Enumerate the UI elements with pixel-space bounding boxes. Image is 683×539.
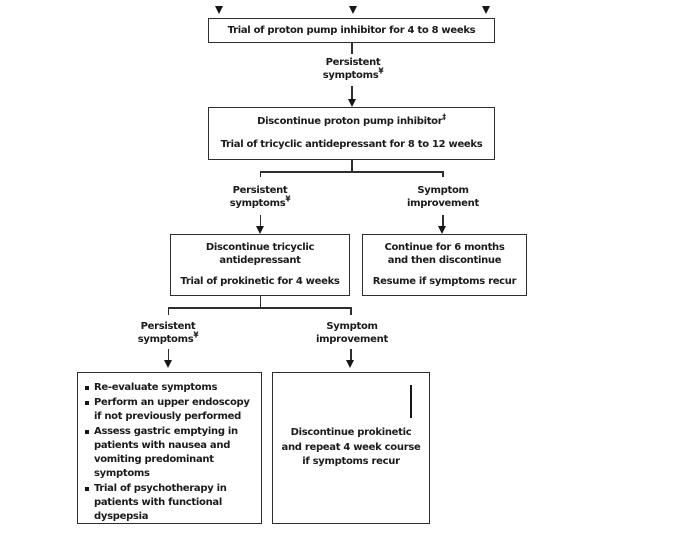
footnote-marker: ¥ <box>378 66 384 76</box>
down-arrow-icon <box>438 226 447 234</box>
label-symptom-improvement: Symptom improvement <box>373 184 513 210</box>
connector-line <box>259 171 444 173</box>
box4b-line1: Discontinue prokinetic <box>290 427 412 439</box>
bullet-text: Perform an upper endoscopy if not previo… <box>94 396 250 422</box>
label-text: symptoms <box>137 334 194 345</box>
connector-line <box>167 307 352 309</box>
box3a-line2: antidepressant <box>219 255 301 266</box>
connector-line <box>259 296 261 308</box>
connector-line <box>167 307 169 315</box>
box3b-line3: Resume if symptoms recur <box>372 276 517 287</box>
down-arrow-icon <box>163 360 172 368</box>
box-discontinue-tca-prokinetic-trial: Discontinue tricyclic antidepressant Tri… <box>170 234 350 296</box>
box-reevaluate-symptoms: Re-evaluate symptoms Perform an upper en… <box>77 372 262 524</box>
label-persistent-symptoms: Persistent symptoms¥ <box>283 56 423 82</box>
bullet-text: Re-evaluate symptoms <box>94 382 218 393</box>
connector-line <box>259 215 261 227</box>
connector-line <box>442 171 444 177</box>
entry-arrow-icon <box>348 6 357 14</box>
bullet-square-icon <box>85 486 89 491</box>
box4b-line3: if symptoms recur <box>302 456 400 468</box>
bullet-square-icon <box>85 386 89 390</box>
stray-mark <box>410 385 412 418</box>
label-persistent-symptoms: Persistent symptoms¥ <box>190 184 330 210</box>
box-ppi-trial: Trial of proton pump inhibitor for 4 to … <box>208 18 495 43</box>
list-item: Assess gastric emptying in patients with… <box>85 425 256 482</box>
down-arrow-icon <box>255 226 264 234</box>
box3b-line1: Continue for 6 months <box>384 242 505 253</box>
box3b-line2: and then discontinue <box>387 255 502 266</box>
bullet-square-icon <box>85 429 89 434</box>
connector-line <box>351 43 353 54</box>
footnote-marker: ¥ <box>285 194 291 204</box>
box3a-line1: Discontinue tricyclic <box>205 242 315 253</box>
label-text: Persistent <box>232 185 288 196</box>
connector-line <box>351 160 353 172</box>
list-item: Trial of psychotherapy in patients with … <box>85 482 256 525</box>
label-text: symptoms <box>229 198 286 209</box>
bullet-text: Trial of psychotherapy in patients with … <box>94 482 227 523</box>
box-discontinue-ppi-tca-trial: Discontinue proton pump inhibitor‡ Trial… <box>208 107 495 160</box>
bullet-square-icon <box>85 400 89 405</box>
box3a-group1: Discontinue tricyclic antidepressant <box>173 241 347 267</box>
connector-line <box>167 349 169 361</box>
entry-arrow-icon <box>481 6 490 14</box>
box2-line1: Discontinue proton pump inhibitor‡ <box>211 112 492 128</box>
box4b-line2: and repeat 4 week course <box>281 441 421 453</box>
entry-arrow-icon <box>214 6 223 14</box>
connector-line <box>442 215 444 227</box>
box-discontinue-prokinetic: Discontinue prokinetic and repeat 4 week… <box>272 372 430 524</box>
list-item: Perform an upper endoscopy if not previo… <box>85 396 256 424</box>
box3a-line3: Trial of prokinetic for 4 weeks <box>180 276 340 287</box>
label-persistent-symptoms: Persistent symptoms¥ <box>98 320 238 346</box>
label-text: symptoms <box>322 70 379 81</box>
box2-line1-text: Discontinue proton pump inhibitor <box>257 116 443 127</box>
bullet-list: Re-evaluate symptoms Perform an upper en… <box>78 373 261 531</box>
label-text: Persistent <box>140 321 196 332</box>
connector-line <box>351 86 353 100</box>
box-ppi-trial-text: Trial of proton pump inhibitor for 4 to … <box>227 25 476 36</box>
box3b-group1: Continue for 6 months and then discontin… <box>365 241 524 267</box>
label-text: Symptom <box>417 185 469 196</box>
box-continue-6-months: Continue for 6 months and then discontin… <box>362 234 527 296</box>
label-text: improvement <box>407 198 479 209</box>
down-arrow-icon <box>347 99 356 107</box>
footnote-marker: ‡ <box>442 112 446 122</box>
bullet-text: Assess gastric emptying in patients with… <box>94 425 238 480</box>
connector-line <box>259 171 261 177</box>
label-symptom-improvement: Symptom improvement <box>282 320 422 346</box>
connector-line <box>350 307 352 315</box>
connector-line <box>350 349 352 361</box>
label-text: Symptom <box>326 321 378 332</box>
label-text: Persistent <box>325 57 381 68</box>
box2-line2: Trial of tricyclic antidepressant for 8 … <box>220 139 483 150</box>
list-item: Re-evaluate symptoms <box>85 381 256 395</box>
down-arrow-icon <box>346 360 355 368</box>
footnote-marker: ¥ <box>193 330 199 340</box>
label-text: improvement <box>316 334 388 345</box>
